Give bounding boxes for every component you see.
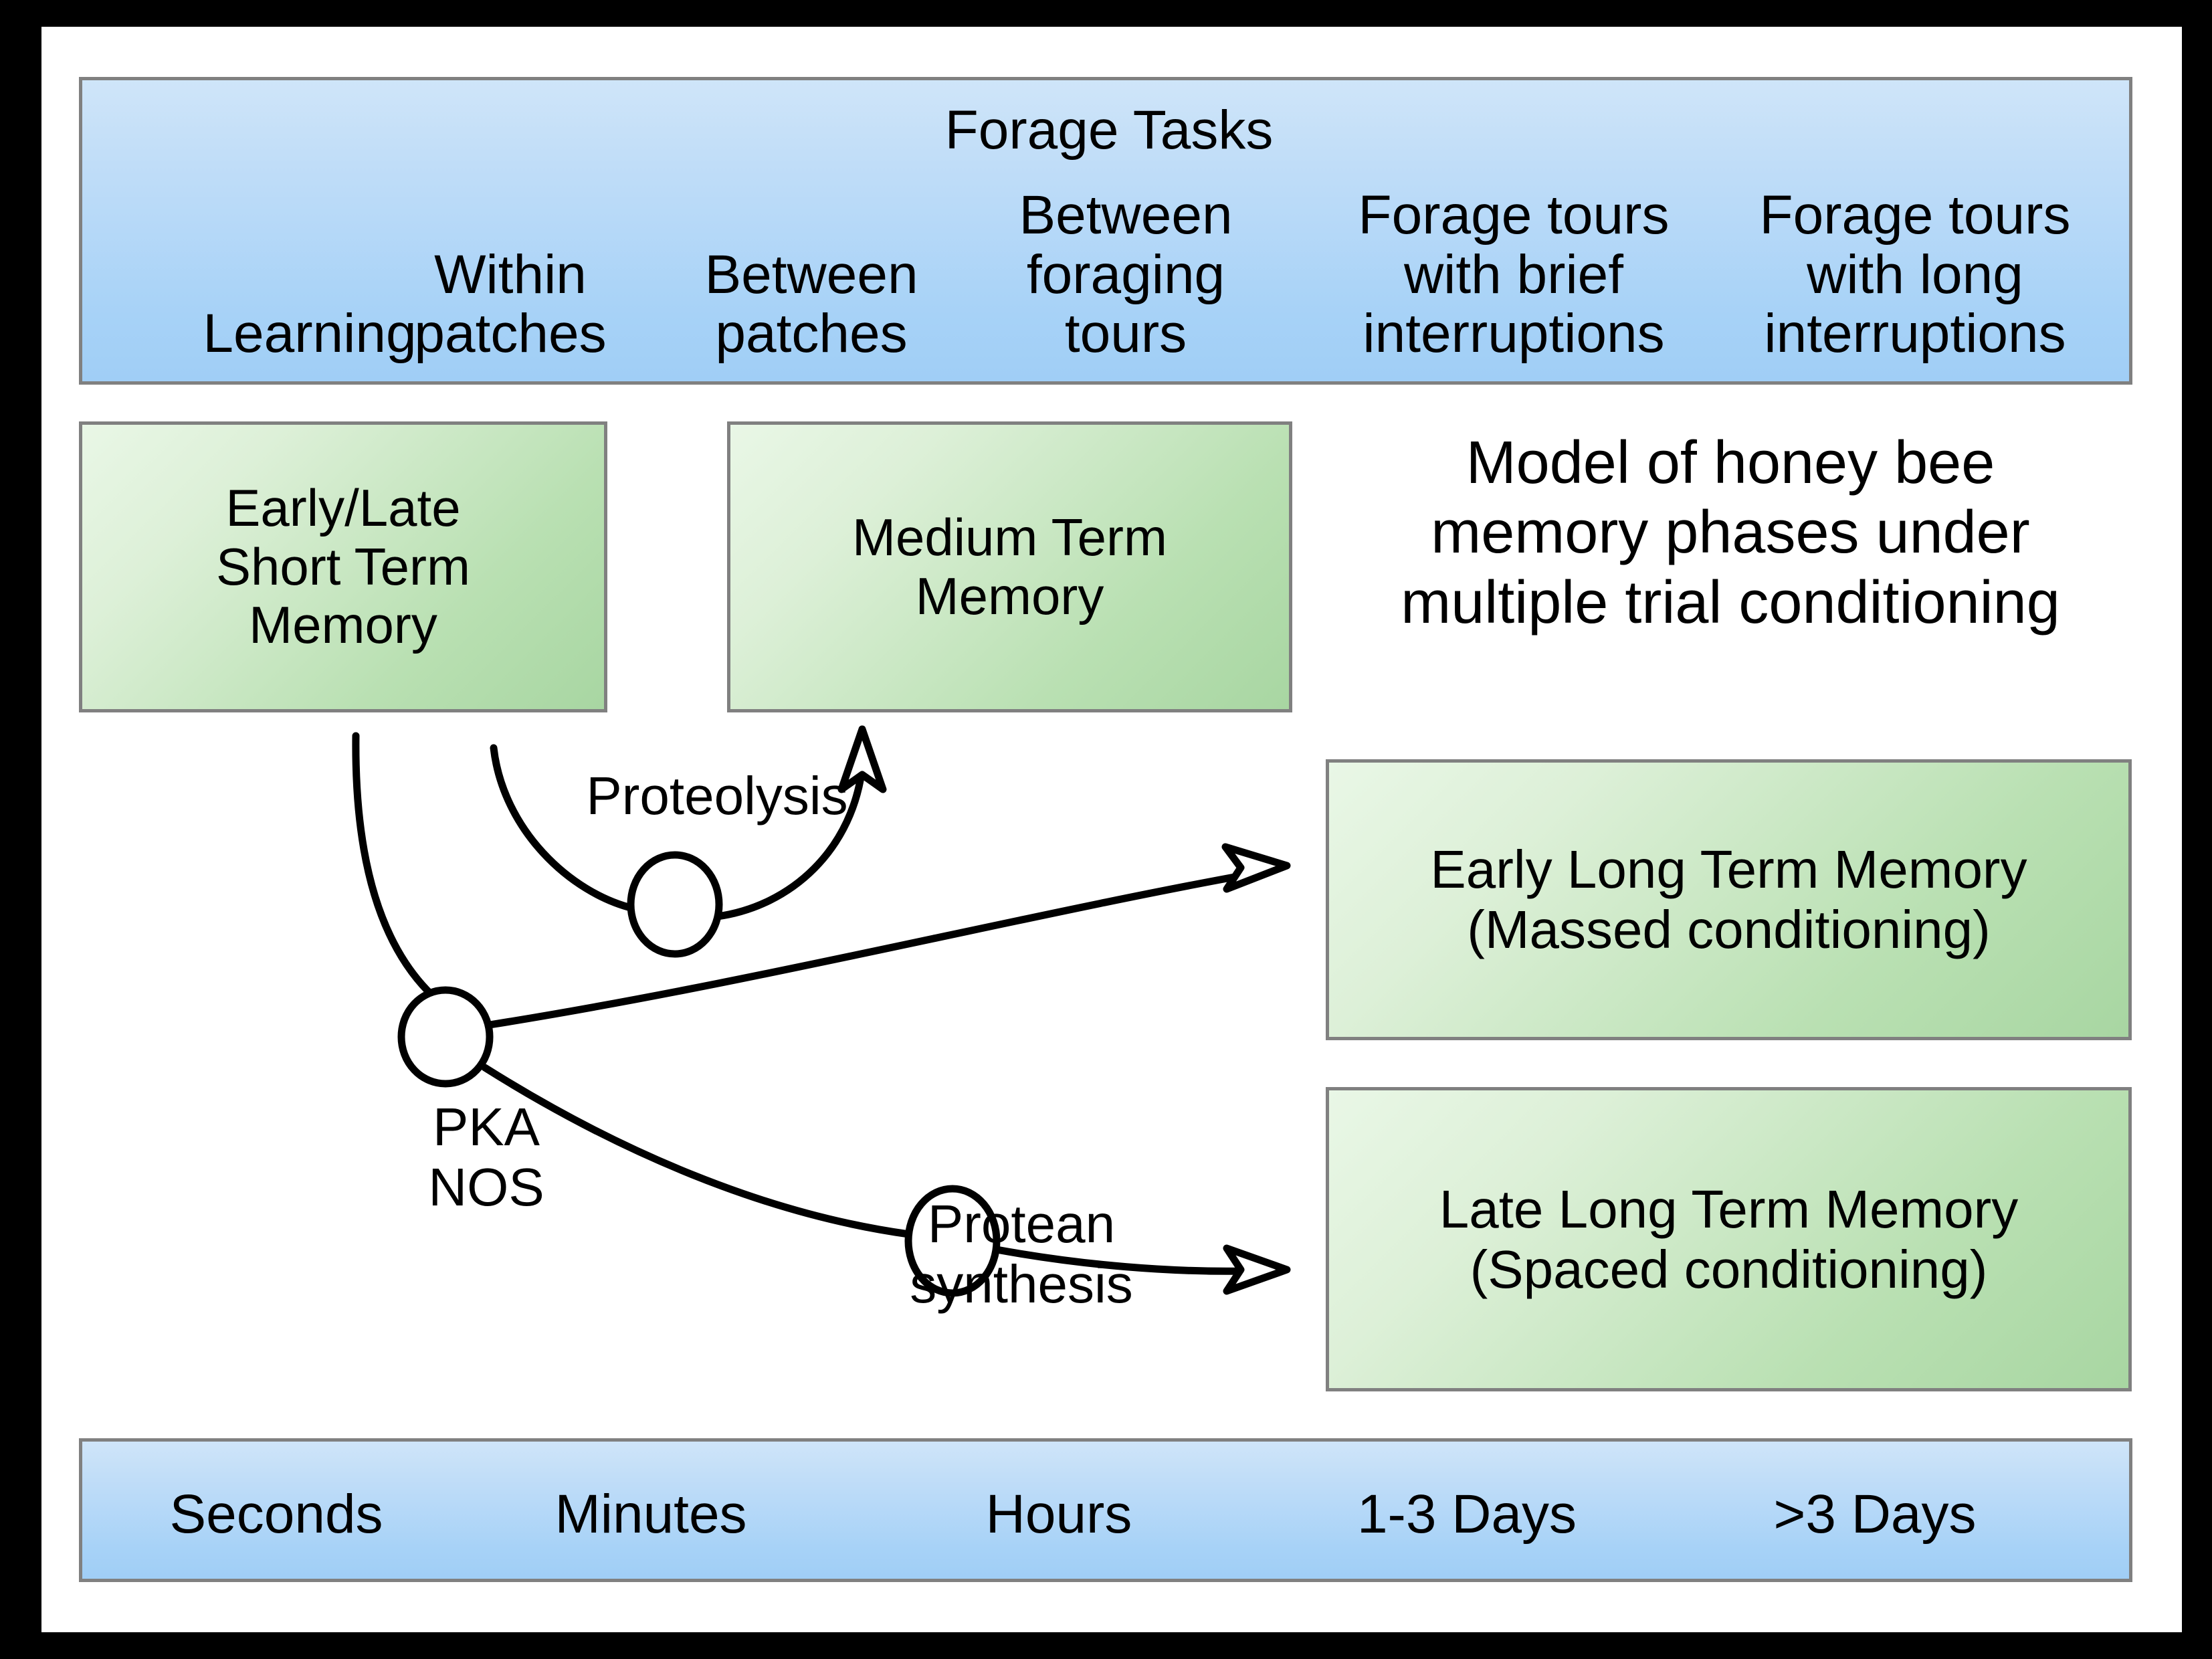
memory-box-short-term-label: Early/Late Short Term Memory [215,478,471,655]
annotation-proteolysis: Proteolysis [586,766,848,825]
memory-box-medium-term[interactable]: Medium Term Memory [727,421,1292,712]
timeline-column-over-3-days: >3 Days [1773,1484,1977,1545]
forage-tasks-banner: Forage Tasks Learning Within patches Bet… [79,77,2132,385]
timeline-column-hours: Hours [985,1484,1132,1545]
memory-box-early-long-term[interactable]: Early Long Term Memory (Massed condition… [1326,759,2132,1040]
memory-box-medium-term-label: Medium Term Memory [851,508,1167,625]
slide-canvas: Forage Tasks Learning Within patches Bet… [41,27,2182,1632]
edge-pka-to-early-ltm [486,871,1249,1029]
arrowhead-to-late-ltm [1223,1244,1291,1295]
memory-box-late-long-term[interactable]: Late Long Term Memory (Spaced conditioni… [1326,1087,2132,1391]
forage-column-between-patches: Between patches [704,243,918,365]
memory-box-short-term[interactable]: Early/Late Short Term Memory [79,421,607,712]
memory-box-late-long-term-label: Late Long Term Memory (Spaced conditioni… [1439,1179,2019,1299]
node-proteolysis [627,851,723,958]
forage-column-within-patches: Within patches [414,243,607,365]
forage-column-brief-interruptions: Forage tours with brief interruptions [1358,185,1670,365]
annotation-pka-nos: PKA NOS [428,1097,544,1217]
annotation-protean-synthesis: Protean synthesis [910,1194,1133,1314]
edge-stm-to-pka [352,732,447,1009]
memory-box-early-long-term-label: Early Long Term Memory (Massed condition… [1430,840,2027,959]
arrowhead-to-early-ltm [1221,843,1291,893]
model-title: Model of honey bee memory phases under m… [1401,429,2060,636]
timeline-column-seconds: Seconds [169,1484,383,1545]
forage-column-between-foraging-tours: Between foraging tours [1019,185,1233,365]
node-pka-nos [397,986,494,1088]
timeline-column-minutes: Minutes [555,1484,747,1545]
forage-column-learning: Learning [203,303,417,365]
forage-column-long-interruptions: Forage tours with long interruptions [1759,185,2071,365]
timeline-column-1-3-days: 1-3 Days [1356,1484,1577,1545]
forage-tasks-heading: Forage Tasks [944,100,1274,161]
timeline-banner: Seconds Minutes Hours 1-3 Days >3 Days [79,1438,2132,1582]
